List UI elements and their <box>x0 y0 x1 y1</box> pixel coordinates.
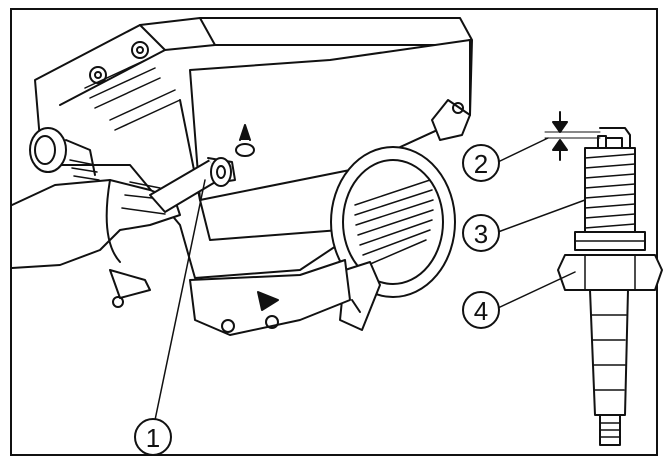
fuel-cap <box>235 124 255 157</box>
callout-4-label: 4 <box>474 296 488 326</box>
callout-4: 4 <box>462 291 500 329</box>
engine <box>29 17 473 336</box>
hand-with-wrench <box>11 157 236 269</box>
callout-1-label: 1 <box>146 423 160 453</box>
air-cleaner <box>29 127 100 181</box>
gap-arrows <box>544 111 601 161</box>
leader-lines <box>154 137 586 421</box>
top-vent <box>84 57 181 131</box>
callout-2-label: 2 <box>474 149 488 179</box>
spark-plug <box>557 127 663 446</box>
callout-1: 1 <box>134 418 172 456</box>
figure-frame <box>10 8 658 456</box>
recoil-starter <box>330 146 456 331</box>
callout-3: 3 <box>462 214 500 252</box>
callout-2: 2 <box>462 144 500 182</box>
callout-3-label: 3 <box>474 219 488 249</box>
